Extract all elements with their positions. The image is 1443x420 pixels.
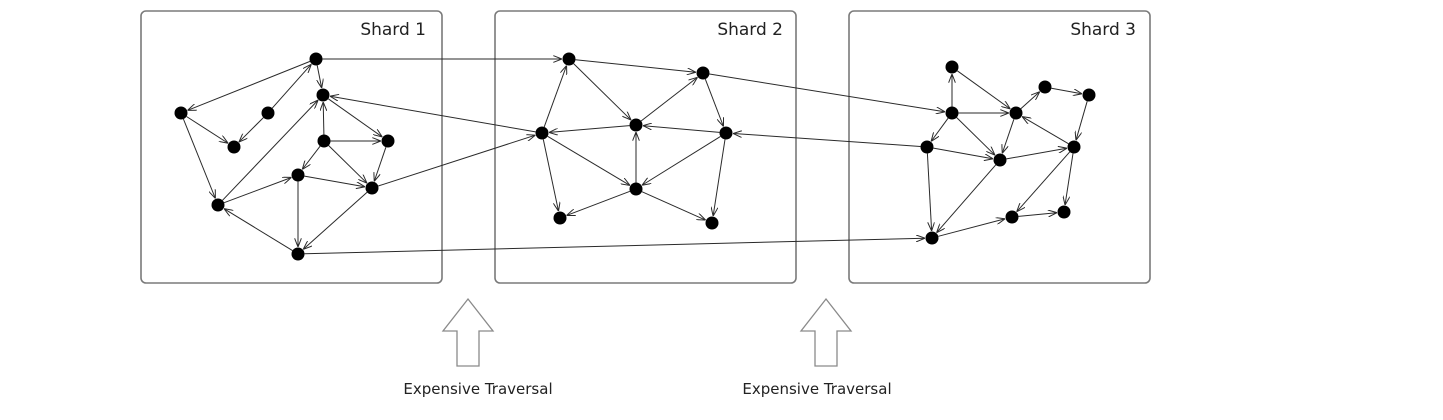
expensive-traversal-label-1: Expensive Traversal bbox=[403, 380, 552, 398]
graph-node-b1 bbox=[562, 52, 576, 66]
graph-node-a7 bbox=[381, 134, 395, 148]
edge-c6-b5 bbox=[734, 134, 921, 147]
edge-b5-b6 bbox=[642, 135, 721, 185]
graph-node-b4 bbox=[629, 118, 643, 132]
edge-a4-a7 bbox=[328, 98, 382, 137]
edge-b3-b7 bbox=[542, 139, 558, 210]
edge-a6-a8 bbox=[303, 145, 321, 169]
edge-b5-b4 bbox=[644, 126, 720, 133]
shard-1: Shard 1 bbox=[140, 10, 443, 284]
graph-node-c9 bbox=[1005, 210, 1019, 224]
graph-node-c8 bbox=[1067, 140, 1081, 154]
edge-a8-a9 bbox=[304, 175, 364, 187]
graph-node-c7 bbox=[993, 153, 1007, 167]
shard-3-box bbox=[848, 10, 1151, 284]
edge-a6-a4 bbox=[323, 103, 324, 135]
graph-nodes bbox=[174, 52, 1096, 261]
edge-c5-c2 bbox=[1020, 92, 1040, 110]
expensive-traversal-arrow-2 bbox=[799, 297, 853, 367]
edge-c8-c9 bbox=[1017, 151, 1071, 212]
edge-c4-c7 bbox=[956, 117, 995, 155]
edge-b5-b8 bbox=[713, 139, 726, 215]
edge-b6-b7 bbox=[567, 190, 631, 215]
graph-node-b3 bbox=[535, 126, 549, 140]
edge-b3-b1 bbox=[543, 66, 566, 128]
graph-node-c6 bbox=[920, 140, 934, 154]
edge-a2-a5 bbox=[186, 116, 228, 144]
edge-b4-b3 bbox=[550, 125, 630, 133]
shard-1-title: Shard 1 bbox=[360, 20, 426, 40]
expensive-traversal-label-2: Expensive Traversal bbox=[742, 380, 891, 398]
edge-a2-a10 bbox=[182, 118, 215, 198]
graph-node-c2 bbox=[1038, 80, 1052, 94]
edge-c2-c3 bbox=[1051, 87, 1081, 94]
graph-node-a2 bbox=[174, 106, 188, 120]
edge-c6-c11 bbox=[926, 153, 931, 231]
edge-b3-a4 bbox=[330, 96, 536, 133]
graph-node-a9 bbox=[365, 181, 379, 195]
edge-a9-a11 bbox=[304, 191, 368, 249]
edge-a1-a4 bbox=[317, 65, 321, 87]
graph-node-a5 bbox=[227, 140, 241, 154]
graph-node-a8 bbox=[291, 168, 305, 182]
edge-a9-b3 bbox=[378, 135, 535, 187]
edge-b1-b4 bbox=[573, 63, 631, 120]
edge-c9-c10 bbox=[1018, 213, 1057, 217]
edge-b3-b6 bbox=[547, 135, 630, 185]
edge-a11-c11 bbox=[304, 238, 925, 255]
graph-node-b2 bbox=[696, 66, 710, 80]
edge-a6-a9 bbox=[328, 145, 367, 183]
graph-node-b7 bbox=[553, 211, 567, 225]
shard-1-box bbox=[140, 10, 443, 284]
shard-2-title: Shard 2 bbox=[717, 20, 783, 40]
edge-c8-c10 bbox=[1065, 153, 1074, 204]
shard-3-title: Shard 3 bbox=[1070, 20, 1136, 40]
shard-3: Shard 3 bbox=[848, 10, 1151, 284]
edge-b1-b2 bbox=[575, 59, 696, 72]
edge-c3-c8 bbox=[1076, 101, 1088, 140]
graph-node-c4 bbox=[945, 106, 959, 120]
edge-b4-b2 bbox=[640, 78, 697, 122]
edge-a7-a9 bbox=[374, 147, 387, 181]
edge-a10-a8 bbox=[223, 178, 291, 204]
edge-c7-c11 bbox=[937, 164, 997, 232]
graph-node-a11 bbox=[291, 247, 305, 261]
edge-a3-a5 bbox=[239, 117, 264, 142]
edge-a10-a4 bbox=[222, 100, 318, 201]
graph-node-b6 bbox=[629, 182, 643, 196]
edge-c7-c8 bbox=[1006, 148, 1066, 160]
graph-node-c1 bbox=[945, 60, 959, 74]
graph-node-a1 bbox=[309, 52, 323, 66]
graph-node-c11 bbox=[925, 231, 939, 245]
graph-node-c3 bbox=[1082, 88, 1096, 102]
graph-node-a4 bbox=[316, 88, 330, 102]
edge-c4-c6 bbox=[931, 117, 949, 141]
edge-a1-a2 bbox=[188, 60, 311, 110]
edge-b6-b8 bbox=[641, 191, 705, 220]
edge-b2-c4 bbox=[709, 73, 944, 112]
graph-edges bbox=[182, 59, 1088, 255]
graph-node-c5 bbox=[1009, 106, 1023, 120]
edge-a3-a1 bbox=[271, 65, 311, 109]
edge-c6-c7 bbox=[933, 147, 992, 159]
graph-node-b5 bbox=[719, 126, 733, 140]
edge-a11-a10 bbox=[224, 209, 293, 252]
graph-node-c10 bbox=[1057, 205, 1071, 219]
graph-node-a10 bbox=[211, 198, 225, 212]
expensive-traversal-arrow-1 bbox=[441, 297, 495, 367]
edge-c8-c5 bbox=[1023, 117, 1069, 145]
edge-c5-c7 bbox=[1002, 119, 1015, 153]
graph-node-b8 bbox=[705, 216, 719, 230]
edge-c1-c5 bbox=[957, 70, 1010, 109]
graph-node-a3 bbox=[261, 106, 275, 120]
graph-node-a6 bbox=[317, 134, 331, 148]
edge-c11-c9 bbox=[938, 219, 1004, 237]
edge-b2-b5 bbox=[704, 78, 723, 126]
